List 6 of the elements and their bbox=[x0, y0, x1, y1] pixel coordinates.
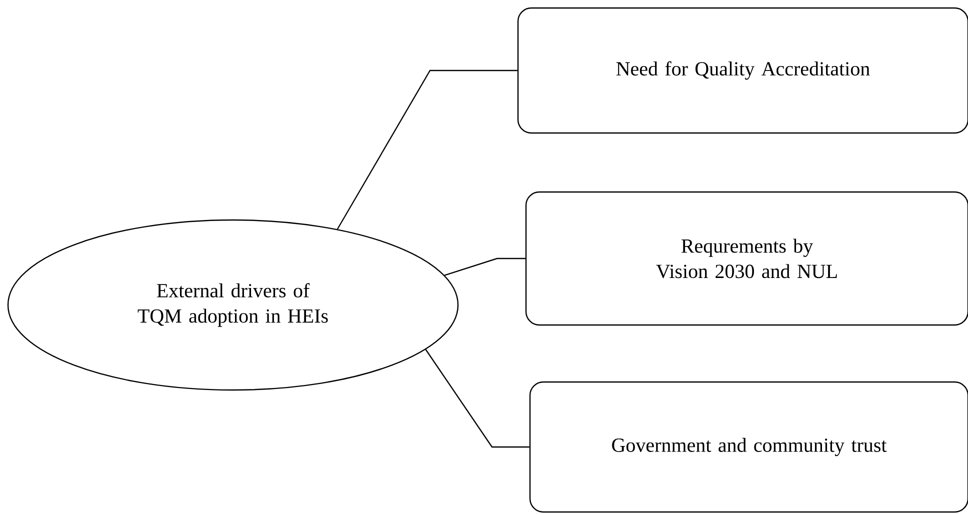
driver-box: Requrements by Vision 2030 and NUL bbox=[525, 191, 968, 326]
connector-line bbox=[336, 70, 518, 230]
driver-box: Government and community trust bbox=[529, 381, 968, 513]
driver-box: Need for Quality Accreditation bbox=[517, 7, 968, 134]
connector-line bbox=[425, 349, 530, 448]
connector-line bbox=[444, 258, 526, 276]
